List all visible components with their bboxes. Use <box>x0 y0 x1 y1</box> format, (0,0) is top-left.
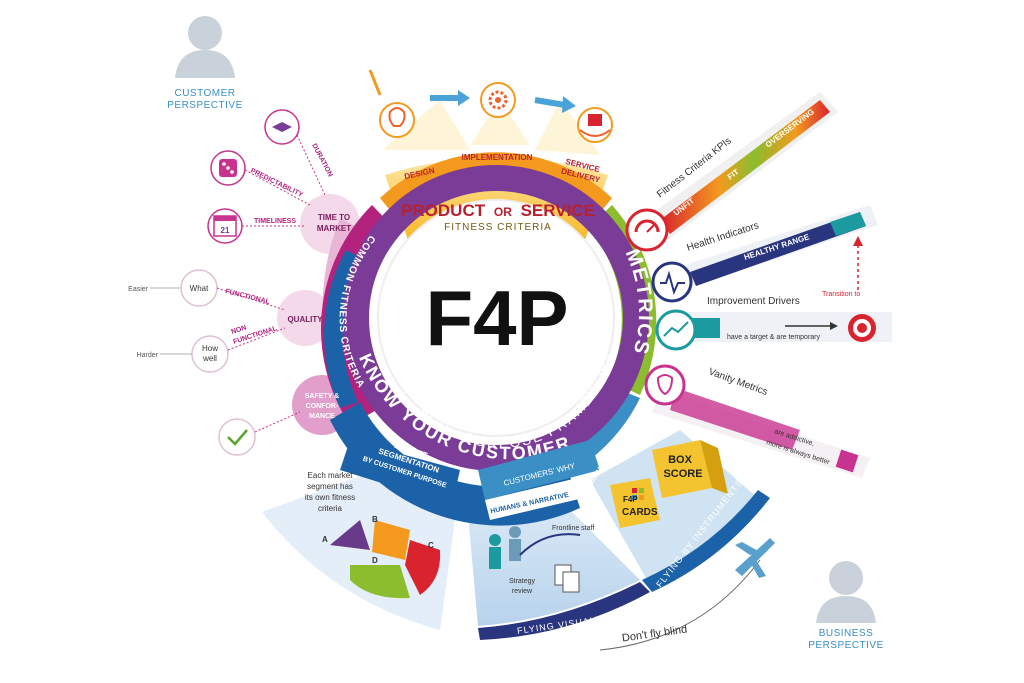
duration-label: DURATION <box>310 143 333 178</box>
box-score-1: BOX <box>668 454 693 466</box>
customer-perspective: CUSTOMER PERSPECTIVE <box>167 16 243 111</box>
flying-instruments-band <box>642 490 770 592</box>
timeliness-label: TIMELINESS <box>254 218 296 225</box>
f4p-cards: F4P CARDS <box>610 478 660 528</box>
quality-lobe <box>277 290 333 346</box>
vanity-bar <box>644 364 870 478</box>
harder-label: Harder <box>137 352 159 359</box>
airplane-icon <box>735 538 775 578</box>
segment-letter-a: A <box>322 535 328 544</box>
safety-1: SAFETY & <box>305 393 340 400</box>
segment-letter-b: B <box>372 515 378 524</box>
time-to-market-1: TIME TO <box>318 213 350 222</box>
segment-note-4: criteria <box>318 504 343 513</box>
product-subtitle: FITNESS CRITERIA <box>444 222 552 233</box>
implementation-icon <box>480 82 516 118</box>
segment-note-1: Each market <box>308 471 354 480</box>
how-well-2: well <box>202 354 217 363</box>
target-note: have a target & are temporary <box>727 334 820 341</box>
time-to-market-2: MARKET <box>317 224 351 233</box>
dont-fly-blind-label: Don't fly blind <box>621 624 688 645</box>
transition-label: Transition to <box>822 291 860 298</box>
frontline-figures <box>489 526 581 569</box>
box-score-2: SCORE <box>663 468 702 480</box>
business-perspective-label-2: PERSPECTIVE <box>808 640 884 651</box>
customers-why-band <box>478 440 600 500</box>
fly-path <box>599 559 761 651</box>
business-perspective: BUSINESS PERSPECTIVE <box>808 561 884 651</box>
segment-letter-d: D <box>372 556 378 565</box>
predictability-label: PREDICTABILITY <box>249 168 304 200</box>
health-bar <box>651 205 878 303</box>
flying-visualy-band <box>478 582 650 640</box>
svg-text:PRODUCT OR SERVICE: PRODUCT OR SERVICE <box>401 201 595 220</box>
design-icon <box>368 69 415 138</box>
product-title: PRODUCT OR SERVICE FITNESS CRITERIA <box>401 201 595 233</box>
person-icon <box>829 561 863 595</box>
frontline-label: Frontline staff <box>552 525 594 532</box>
product-ring <box>380 152 612 225</box>
strategy-2: review <box>512 588 533 595</box>
safety-3: MANCE <box>309 413 335 420</box>
vanity-icon <box>644 364 686 406</box>
strategy-documents <box>554 564 580 593</box>
check-icon <box>218 418 256 456</box>
improvement-label: Improvement Drivers <box>707 296 800 307</box>
person-icon <box>188 16 222 50</box>
easier-label: Easier <box>128 286 149 293</box>
transition-arrows <box>853 236 863 290</box>
stage-implementation: IMPLEMENTATION <box>462 153 533 162</box>
box-score: BOX SCORE <box>652 440 728 498</box>
f4p-title: F4P <box>425 274 568 362</box>
calendar-day: 21 <box>221 226 230 235</box>
segment-letter-c: C <box>428 541 434 550</box>
customer-perspective-label-2: PERSPECTIVE <box>167 100 243 111</box>
fitness-kpi-bar <box>625 92 838 252</box>
improvement-bar <box>655 309 892 351</box>
f4p-cards-1: F4P <box>623 495 638 504</box>
vanity-label: Vanity Metrics <box>707 366 769 398</box>
non-functional-1: NON <box>230 324 247 335</box>
segment-groups: A B C D <box>322 515 441 599</box>
segmentation-band <box>340 440 460 505</box>
what-label: What <box>190 284 209 293</box>
flow-arrow-2 <box>534 97 566 108</box>
service-delivery-icon <box>577 107 613 143</box>
business-perspective-label-1: BUSINESS <box>819 628 874 639</box>
safety-2: CONFOR- <box>306 403 339 410</box>
segment-note-3: its own fitness <box>305 493 355 502</box>
how-well-1: How <box>202 344 218 353</box>
f4p-cards-2: CARDS <box>622 507 658 518</box>
segment-note-2: segment has <box>307 482 353 491</box>
quality-label: QUALITY <box>287 315 323 324</box>
strategy-1: Strategy <box>509 578 536 585</box>
gauge-icon <box>625 208 669 252</box>
customer-perspective-label-1: CUSTOMER <box>174 88 235 99</box>
functional-label: FUNCTIONAL <box>225 288 272 306</box>
framework-ring <box>343 165 649 471</box>
